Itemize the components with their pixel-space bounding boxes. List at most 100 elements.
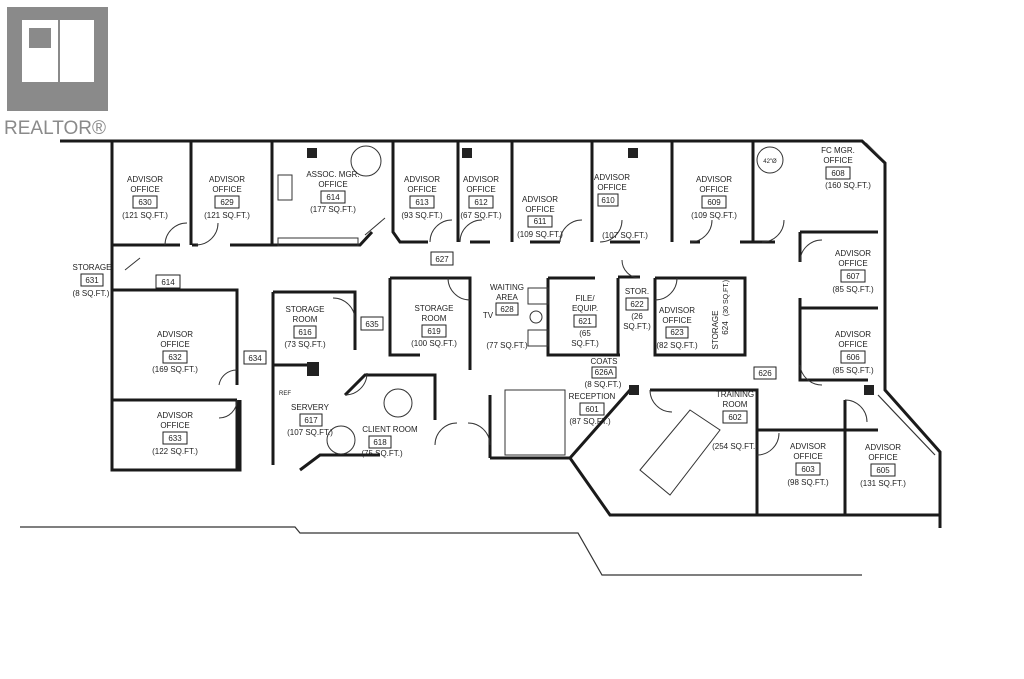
svg-text:OFFICE: OFFICE (699, 185, 728, 194)
svg-text:633: 633 (168, 434, 182, 443)
svg-text:(82 SQ.FT.): (82 SQ.FT.) (656, 341, 698, 350)
svg-text:(85 SQ.FT.): (85 SQ.FT.) (832, 285, 874, 294)
svg-text:(107 SQ.FT.): (107 SQ.FT.) (602, 231, 648, 240)
svg-text:STORAGE: STORAGE (286, 305, 325, 314)
svg-text:(67 SQ.FT.): (67 SQ.FT.) (460, 211, 502, 220)
room-614-assoc-mgr: ASSOC. MGR.OFFICE 614 (177 SQ.FT.) (306, 170, 359, 214)
svg-text:STORAGE: STORAGE (415, 304, 454, 313)
svg-text:629: 629 (220, 198, 234, 207)
svg-text:(75 SQ.FT.): (75 SQ.FT.) (361, 449, 403, 458)
svg-text:ROOM: ROOM (723, 400, 748, 409)
room-618-client: CLIENT ROOM 618 (75 SQ.FT.) (361, 425, 418, 458)
svg-text:619: 619 (427, 327, 441, 336)
svg-text:ADVISOR: ADVISOR (659, 306, 695, 315)
room-624-storage: STORAGE 624 (30 SQ.FT.) (711, 280, 730, 350)
svg-text:TRAINING: TRAINING (716, 390, 754, 399)
svg-text:626: 626 (758, 369, 772, 378)
svg-text:621: 621 (578, 317, 592, 326)
walls (20, 139, 942, 576)
svg-text:602: 602 (728, 413, 742, 422)
svg-text:611: 611 (534, 217, 547, 226)
svg-text:616: 616 (298, 328, 312, 337)
svg-text:(85 SQ.FT.): (85 SQ.FT.) (832, 366, 874, 375)
svg-text:(77 SQ.FT.): (77 SQ.FT.) (486, 341, 528, 350)
svg-text:TV: TV (483, 311, 494, 320)
svg-text:OFFICE: OFFICE (597, 183, 626, 192)
room-635: 635 (360, 316, 384, 331)
svg-text:OFFICE: OFFICE (407, 185, 436, 194)
svg-text:ADVISOR: ADVISOR (865, 443, 901, 452)
svg-text:ADVISOR: ADVISOR (157, 411, 193, 420)
room-608: FC MGR.OFFICE 608 (160 SQ.FT.) 42"Ø (763, 146, 871, 190)
svg-text:630: 630 (138, 198, 152, 207)
svg-text:(109 SQ.FT.): (109 SQ.FT.) (517, 230, 563, 239)
svg-text:WAITING: WAITING (490, 283, 524, 292)
svg-text:EQUIP.: EQUIP. (572, 304, 598, 313)
svg-text:609: 609 (707, 198, 721, 207)
svg-text:SQ.FT.): SQ.FT.) (623, 322, 651, 331)
svg-text:634: 634 (248, 354, 262, 363)
svg-text:(107 SQ.FT.): (107 SQ.FT.) (287, 428, 333, 437)
svg-text:605: 605 (876, 466, 890, 475)
svg-text:624: 624 (721, 321, 730, 335)
svg-text:(87 SQ.FT.): (87 SQ.FT.) (569, 417, 611, 426)
svg-text:627: 627 (435, 255, 449, 264)
svg-text:OFFICE: OFFICE (662, 316, 691, 325)
svg-text:OFFICE: OFFICE (160, 421, 189, 430)
svg-text:ROOM: ROOM (293, 315, 318, 324)
svg-text:610: 610 (601, 196, 615, 205)
svg-text:SQ.FT.): SQ.FT.) (571, 339, 599, 348)
svg-text:AREA: AREA (496, 293, 518, 302)
svg-text:CLIENT ROOM: CLIENT ROOM (362, 425, 418, 434)
svg-text:(160 SQ.FT.): (160 SQ.FT.) (825, 181, 871, 190)
svg-text:626A: 626A (595, 368, 614, 377)
svg-text:631: 631 (85, 276, 99, 285)
svg-text:OFFICE: OFFICE (466, 185, 495, 194)
svg-text:SERVERY: SERVERY (291, 403, 330, 412)
svg-text:COATS: COATS (591, 357, 618, 366)
svg-text:OFFICE: OFFICE (823, 156, 852, 165)
svg-text:628: 628 (500, 305, 514, 314)
svg-text:ADVISOR: ADVISOR (696, 175, 732, 184)
corridor-614: 614 (155, 274, 181, 289)
room-626a-coats: COATS 626A (8 SQ.FT.) (585, 357, 622, 389)
room-631-storage: STORAGE 631 (8 SQ.FT.) (73, 263, 112, 298)
room-601-reception: RECEPTION 601 (87 SQ.FT.) (569, 392, 616, 426)
svg-text:(109 SQ.FT.): (109 SQ.FT.) (691, 211, 737, 220)
svg-text:(254 SQ.FT.): (254 SQ.FT.) (712, 442, 758, 451)
svg-text:(177 SQ.FT.): (177 SQ.FT.) (310, 205, 356, 214)
svg-text:(30 SQ.FT.): (30 SQ.FT.) (723, 280, 730, 316)
svg-text:ASSOC. MGR.: ASSOC. MGR. (306, 170, 359, 179)
svg-text:OFFICE: OFFICE (868, 453, 897, 462)
svg-text:42"Ø: 42"Ø (763, 159, 777, 165)
svg-text:FC MGR.: FC MGR. (821, 146, 855, 155)
svg-text:(131 SQ.FT.): (131 SQ.FT.) (860, 479, 906, 488)
svg-text:(169 SQ.FT.): (169 SQ.FT.) (152, 365, 198, 374)
svg-text:ADVISOR: ADVISOR (835, 330, 871, 339)
svg-text:ADVISOR: ADVISOR (594, 173, 630, 182)
svg-text:STORAGE: STORAGE (73, 263, 112, 272)
svg-text:ADVISOR: ADVISOR (404, 175, 440, 184)
svg-text:608: 608 (831, 169, 845, 178)
corridor-627: 627 (430, 251, 454, 266)
svg-text:603: 603 (801, 465, 815, 474)
svg-text:(8 SQ.FT.): (8 SQ.FT.) (73, 289, 110, 298)
svg-text:ADVISOR: ADVISOR (790, 442, 826, 451)
svg-text:(65: (65 (579, 329, 591, 338)
